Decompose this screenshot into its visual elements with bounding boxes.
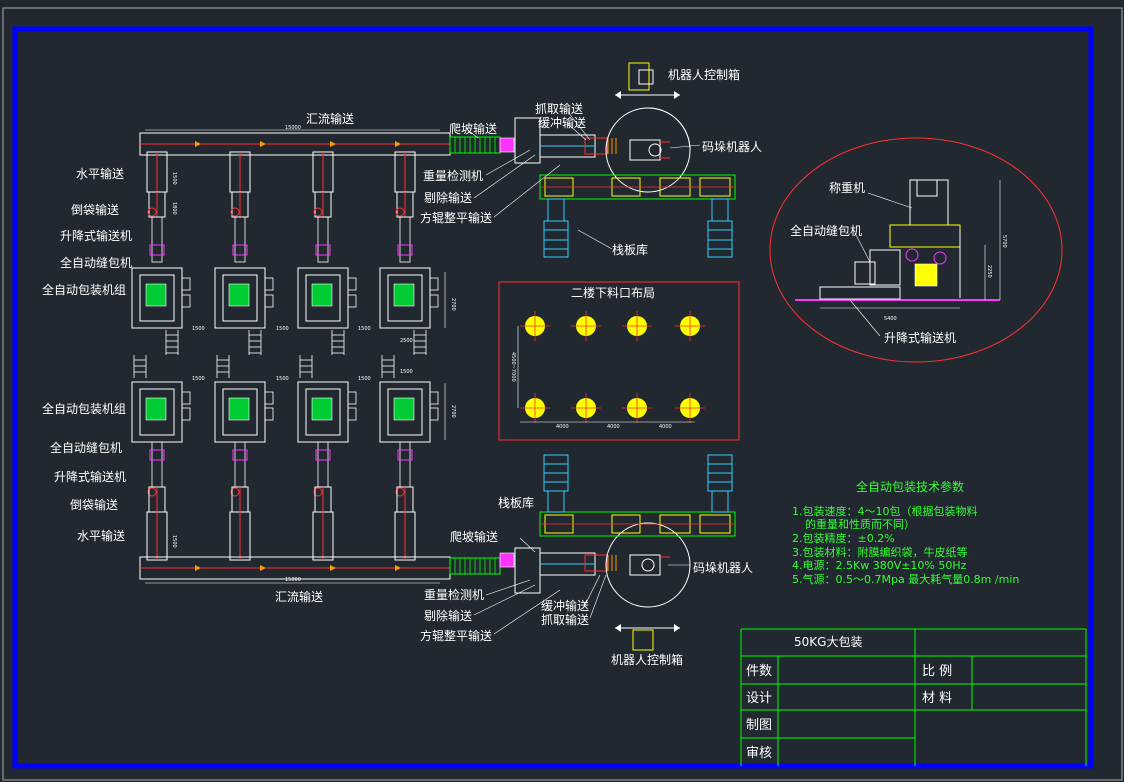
dim-1500-f: 1500 (358, 376, 371, 382)
label-weight-top: 重量检测机 (423, 168, 483, 183)
dim-detail-w: 5400 (884, 316, 897, 322)
title-block (740, 628, 1087, 766)
label-lifter-top: 升降式输送机 (60, 228, 132, 243)
label-roller-top: 方辊整平输送 (420, 210, 492, 225)
label-pallet-bottom: 栈板库 (498, 495, 534, 510)
label-grab-top: 抓取输送 (535, 101, 583, 116)
specs-line-5: 4.电源：2.5Kw 380V±10% 50Hz (792, 558, 967, 572)
dim-1500-v: 1500 (171, 172, 177, 185)
label-climb-top: 爬坡输送 (449, 121, 497, 136)
label-buffer-top: 缓冲输送 (538, 115, 586, 130)
label-main-conveyor-top: 汇流输送 (306, 111, 354, 126)
specs-line-4: 3.包装材料：附膜编织袋，牛皮纸等 (792, 545, 968, 559)
labels: 汇流输送 爬坡输送 抓取输送 缓冲输送 机器人控制箱 码垛机器人 重量检测机 剔… (42, 67, 956, 667)
dim-1500-a: 1500 (192, 326, 205, 332)
specs-line-6: 5.气源：0.5～0.7Mpa 最大耗气量0.8m /min (792, 572, 1019, 586)
specs-line-2: 的重量和性质而不同） (805, 517, 915, 531)
dim-1500-g: 1500 (400, 369, 413, 375)
dim-1500-e: 1500 (276, 376, 289, 382)
dim-floor-h3: 4000 (659, 424, 672, 430)
label-tilt-top: 倒袋输送 (71, 202, 119, 217)
title-block-row-3: 制图 (746, 718, 772, 733)
title-block-row-1: 件数 (746, 664, 772, 679)
label-lifter-detail: 升降式输送机 (884, 330, 956, 345)
label-sewing-top: 全自动缝包机 (60, 255, 132, 270)
label-weight-bottom: 重量检测机 (424, 587, 484, 602)
title-block-material: 材 料 (922, 691, 952, 706)
dim-1500-b: 1500 (276, 326, 289, 332)
label-floor-layout: 二楼下料口布局 (571, 285, 655, 300)
label-sewing-detail: 全自动缝包机 (790, 223, 862, 238)
dim-length-top: 15000 (285, 125, 301, 131)
label-robot-box-top: 机器人控制箱 (668, 67, 740, 82)
title-block-scale: 比 例 (922, 664, 952, 679)
label-weigher: 称重机 (829, 181, 865, 195)
title-block-row-4: 审核 (746, 746, 772, 761)
bottom-production-line: 15000 1500 1500 1500 1500 2700 1500 (131, 354, 736, 651)
machine-detail-view: 5700 2250 5400 (769, 137, 1063, 363)
label-tilt-bottom: 倒袋输送 (70, 497, 118, 512)
specs-line-3: 2.包装精度：±0.2% (792, 531, 895, 545)
label-packer-top: 全自动包装机组 (42, 282, 126, 297)
label-reject-top: 剔除输送 (424, 190, 472, 205)
dim-2700-bottom: 2700 (450, 405, 456, 418)
dim-floor-v: 4500~7000 (510, 352, 516, 382)
dim-1500-c: 1500 (358, 326, 371, 332)
label-buffer-bottom: 缓冲输送 (541, 598, 589, 613)
label-robot-top: 码垛机器人 (702, 139, 762, 154)
label-horizontal-bottom: 水平输送 (77, 528, 125, 543)
dim-1500-d: 1500 (192, 376, 205, 382)
dim-1800-v: 1800 (171, 202, 177, 215)
top-production-line: 15000 1500 1800 1500 1500 1500 2500 2700 (131, 62, 736, 356)
drawing-frame (12, 26, 1094, 769)
dim-detail-h1: 5700 (1001, 235, 1007, 248)
title-block-row-2: 设计 (746, 691, 772, 706)
label-pallet-top: 栈板库 (612, 242, 648, 257)
specs-line-1: 1.包装速度：4～10包（根据包装物料 (792, 504, 978, 518)
dim-2700-top: 2700 (450, 298, 456, 311)
label-roller-bottom: 方辊整平输送 (420, 628, 492, 643)
dim-floor-h1: 4000 (556, 424, 569, 430)
dim-1500-v-bottom: 1500 (171, 535, 177, 548)
dim-2500-top: 2500 (400, 338, 413, 344)
label-reject-bottom: 剔除输送 (424, 608, 472, 623)
label-main-conveyor-bottom: 汇流输送 (275, 589, 323, 604)
sheet-border (2, 7, 1123, 781)
label-packer-bottom: 全自动包装机组 (42, 401, 126, 416)
tech-specs: 全自动包装技术参数 1.包装速度：4～10包（根据包装物料 的重量和性质而不同）… (792, 479, 1019, 586)
dim-detail-h2: 2250 (986, 265, 992, 278)
dim-floor-h2: 4000 (607, 424, 620, 430)
label-lifter-bottom: 升降式输送机 (54, 469, 126, 484)
label-sewing-bottom: 全自动缝包机 (50, 440, 122, 455)
label-grab-bottom: 抓取输送 (541, 612, 589, 627)
label-horizontal-top: 水平输送 (76, 166, 124, 181)
floor-layout-panel: 4000 4000 4000 4500~7000 (498, 281, 740, 441)
title-block-title: 50KG大包装 (794, 635, 862, 649)
label-robot-box-bottom: 机器人控制箱 (611, 652, 683, 667)
dim-length-bottom: 15000 (285, 577, 301, 583)
specs-title: 全自动包装技术参数 (856, 479, 964, 494)
label-robot-bottom: 码垛机器人 (693, 560, 753, 575)
label-climb-bottom: 爬坡输送 (450, 529, 498, 544)
